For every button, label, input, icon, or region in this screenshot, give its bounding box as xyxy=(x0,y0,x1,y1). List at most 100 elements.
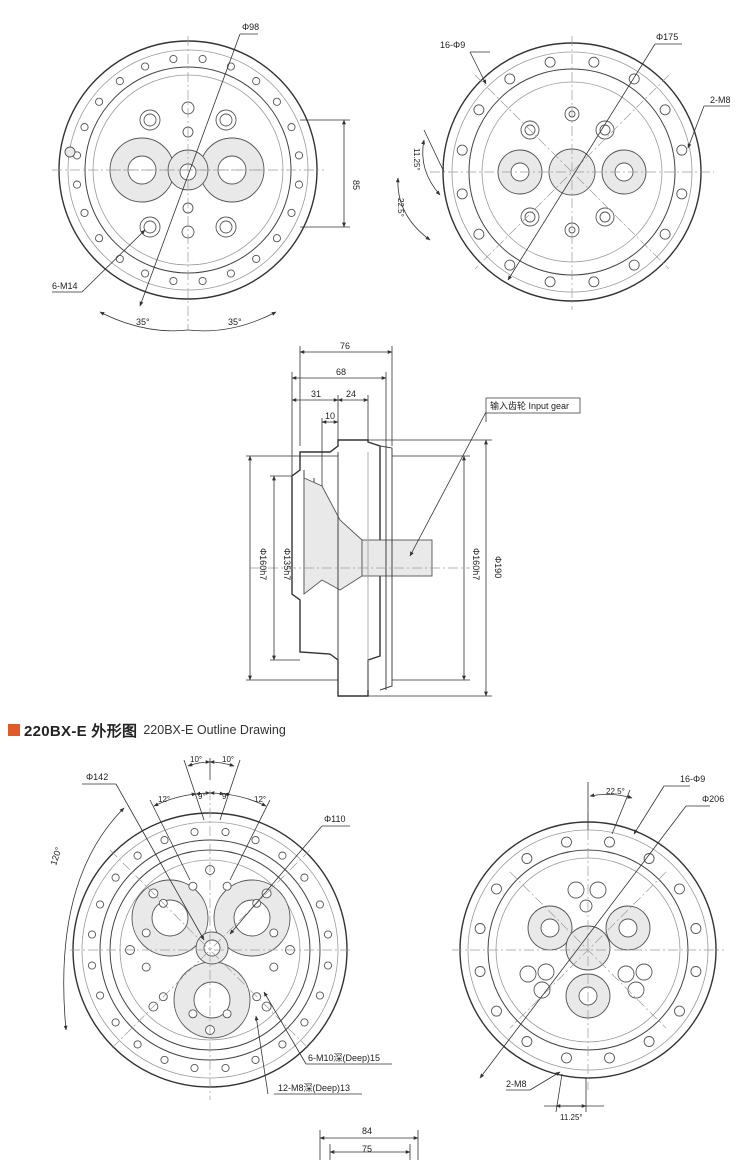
dim-10-left: 10° xyxy=(190,755,202,764)
bolt-hole xyxy=(95,97,104,106)
bolt-hole xyxy=(278,1040,287,1049)
bolt-hole xyxy=(300,1018,309,1027)
bottom-front-dimensions: Φ142 120° 10° 10° 12° 9° 9° 12° Φ110 6-M… xyxy=(48,755,392,1095)
bolt-hole xyxy=(226,269,235,278)
dim-11-25-top: 11.25° xyxy=(412,148,421,171)
bolt-hole xyxy=(160,836,169,845)
bolt-hole xyxy=(315,991,324,1000)
dim-35-left: 35° xyxy=(136,317,150,327)
dim-22-5-top: 22.5° xyxy=(396,198,405,217)
bolt-hole xyxy=(133,1040,142,1049)
dim-35-right: 35° xyxy=(228,317,242,327)
bolt-hole xyxy=(111,1018,120,1027)
dim-phi206: Φ206 xyxy=(702,794,724,804)
bolt-hole xyxy=(252,254,261,263)
section-marker-icon xyxy=(8,724,20,736)
tapped-hole xyxy=(141,962,151,972)
bolt-hole xyxy=(315,900,324,909)
dim-phi160-left: Φ160h7 xyxy=(258,548,268,580)
tapped-hole xyxy=(222,1009,232,1019)
bolt-hole xyxy=(133,851,142,860)
dim-9-right: 9° xyxy=(222,792,230,801)
bolt-hole xyxy=(676,144,688,156)
dim-phi135: Φ135h7 xyxy=(282,548,292,580)
bolt-hole xyxy=(491,883,502,895)
bolt-hole xyxy=(221,1063,230,1073)
bolt-hole xyxy=(272,97,281,106)
bolt-hole xyxy=(251,1055,260,1064)
top-rear-view xyxy=(430,36,714,310)
dim-120: 120° xyxy=(48,845,63,866)
tapped-hole xyxy=(269,928,279,938)
top-front-view xyxy=(52,36,324,330)
bolt-hole xyxy=(300,873,309,882)
side-section-view xyxy=(250,439,470,697)
bolt-hole xyxy=(115,254,124,263)
bolt-hole xyxy=(628,259,640,271)
dim-75: 75 xyxy=(362,1144,372,1154)
bolt-hole xyxy=(643,1036,655,1047)
bolt-hole xyxy=(252,77,261,86)
bolt-hole xyxy=(141,269,150,278)
bolt-hole xyxy=(96,900,105,909)
bolt-hole xyxy=(521,1036,533,1047)
bolt-hole xyxy=(690,923,702,934)
tapped-hole xyxy=(141,928,151,938)
bolt-hole xyxy=(659,228,671,240)
bolt-hole xyxy=(473,228,485,240)
bolt-hole xyxy=(521,853,533,864)
bolt-hole xyxy=(643,853,655,864)
bolt-hole xyxy=(80,123,89,132)
bolt-hole xyxy=(504,73,516,85)
bolt-hole xyxy=(141,62,150,71)
bolt-hole xyxy=(473,104,485,116)
tapped-hole xyxy=(269,962,279,972)
bolt-hole xyxy=(323,930,333,939)
bolt-hole xyxy=(169,276,178,286)
dim-22-5-bottom: 22.5° xyxy=(606,787,625,796)
bolt-hole xyxy=(190,827,199,837)
bolt-hole xyxy=(676,188,688,200)
dim-9-left: 9° xyxy=(198,792,206,801)
bolt-hole xyxy=(272,234,281,243)
dim-16-phi9-top: 16-Φ9 xyxy=(440,40,465,50)
bolt-hole xyxy=(561,1052,572,1064)
bolt-hole xyxy=(544,56,556,68)
dim-12-m8: 12-M8深(Deep)13 xyxy=(278,1083,350,1093)
bolt-hole xyxy=(251,836,260,845)
input-gear-label: 输入齿轮 Input gear xyxy=(490,400,569,411)
bolt-hole xyxy=(278,851,287,860)
bolt-hole xyxy=(169,54,178,64)
dim-10-right: 10° xyxy=(222,755,234,764)
bolt-hole xyxy=(456,188,468,200)
bolt-hole xyxy=(690,966,702,977)
dim-16-phi9-bottom: 16-Φ9 xyxy=(680,774,705,784)
bolt-hole xyxy=(87,961,97,970)
bolt-hole xyxy=(111,873,120,882)
bolt-hole xyxy=(491,1005,502,1017)
dim-12-right: 12° xyxy=(254,795,266,804)
dim-85: 85 xyxy=(351,180,361,190)
top-front-bolt-circle xyxy=(72,54,304,286)
dim-6-m10: 6-M10深(Deep)15 xyxy=(308,1053,380,1063)
dim-2-m8-bottom: 2-M8 xyxy=(506,1079,527,1089)
bolt-hole xyxy=(474,966,486,977)
dim-12-left: 12° xyxy=(158,795,170,804)
dim-phi110: Φ110 xyxy=(324,814,346,824)
dim-11-25-bottom: 11.25° xyxy=(560,1113,583,1122)
bolt-hole xyxy=(221,827,230,837)
tapped-hole xyxy=(222,881,232,891)
dim-24: 24 xyxy=(346,389,356,399)
bolt-hole xyxy=(160,1055,169,1064)
bottom-side-dimensions: 84 75 xyxy=(319,1126,419,1160)
bolt-hole xyxy=(80,208,89,217)
tapped-hole xyxy=(188,1009,198,1019)
top-front-dimensions: Φ98 85 6-M14 35° 35° xyxy=(52,22,361,332)
dim-6-m14: 6-M14 xyxy=(52,281,78,291)
dim-phi175: Φ175 xyxy=(656,32,678,42)
bolt-hole xyxy=(287,208,296,217)
bolt-hole xyxy=(198,54,207,64)
bolt-hole xyxy=(198,276,207,286)
bolt-hole xyxy=(294,151,304,160)
dim-phi190: Φ190 xyxy=(493,556,503,578)
